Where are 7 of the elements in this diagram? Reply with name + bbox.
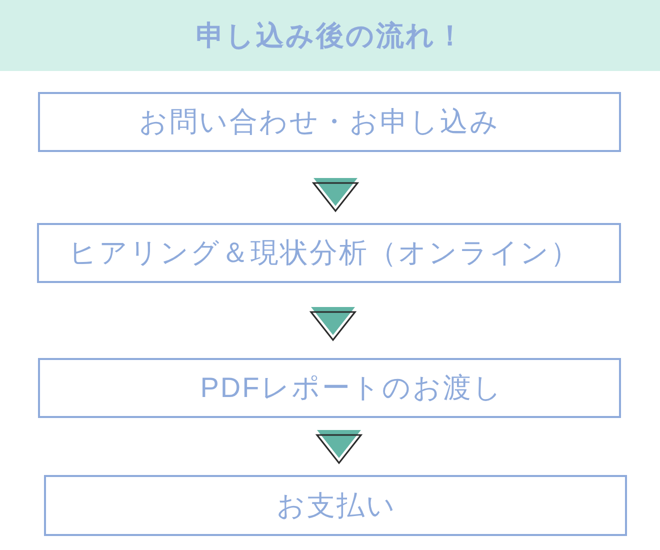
process-box: PDFレポートのお渡し — [38, 358, 621, 418]
arrow — [309, 307, 357, 342]
process-box: お支払い — [44, 475, 627, 536]
process-box: ヒアリング＆現状分析（オンライン） — [37, 223, 621, 283]
arrow — [315, 430, 363, 464]
title-banner: 申し込み後の流れ！ — [0, 0, 660, 71]
process-box: お問い合わせ・お申し込み — [38, 92, 621, 152]
